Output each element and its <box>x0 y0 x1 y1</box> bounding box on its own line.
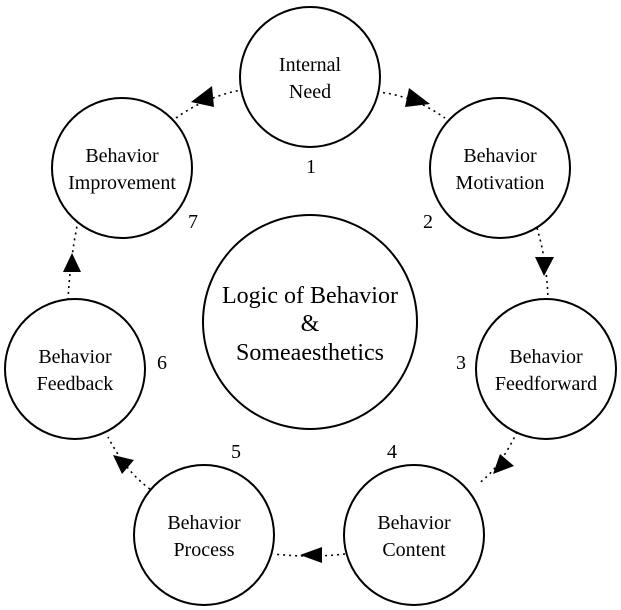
connector-feedforward-to-content <box>477 431 518 485</box>
node-circle <box>133 464 275 606</box>
connector-motivation-to-feedforward <box>536 227 549 301</box>
arrow-to-need <box>191 86 214 107</box>
node-behavior-feedback: Behavior Feedback 6 <box>4 298 167 440</box>
arrow-to-process <box>300 547 322 563</box>
center-title-line-1: Logic of Behavior <box>222 283 398 309</box>
node-label-line-2: Process <box>173 539 234 561</box>
connector-content-to-process <box>272 553 346 557</box>
node-circle <box>51 97 193 239</box>
node-label-line-1: Behavior <box>85 145 159 167</box>
node-behavior-content: Behavior Content 4 <box>343 441 485 606</box>
connectors <box>63 86 554 563</box>
node-label-line-1: Behavior <box>38 346 112 368</box>
arrow-to-content <box>493 454 514 474</box>
step-number: 1 <box>306 156 316 178</box>
node-label-line-2: Improvement <box>68 172 176 194</box>
node-label-line-2: Content <box>382 539 446 561</box>
node-circle <box>239 6 381 148</box>
step-number: 4 <box>387 441 397 463</box>
step-number: 6 <box>157 352 167 374</box>
node-label-line-2: Feedforward <box>495 373 597 395</box>
connector-improvement-to-need <box>175 89 242 119</box>
node-behavior-motivation: Behavior Motivation 2 <box>423 97 571 239</box>
node-behavior-improvement: Behavior Improvement 7 <box>51 97 198 239</box>
node-circle <box>429 97 571 239</box>
node-label-line-2: Feedback <box>37 373 114 395</box>
node-label-line-1: Behavior <box>377 512 451 534</box>
node-circle <box>475 298 617 440</box>
step-number: 2 <box>423 211 433 233</box>
node-circle <box>343 464 485 606</box>
node-label-line-1: Behavior <box>463 145 537 167</box>
center-node: Logic of Behavior & Someaesthetics <box>202 214 418 430</box>
step-number: 7 <box>188 211 198 233</box>
node-behavior-process: Behavior Process 5 <box>133 441 275 606</box>
arrow-to-improvement <box>63 253 81 272</box>
center-circle <box>202 214 418 430</box>
node-behavior-feedforward: Behavior Feedforward 3 <box>456 298 617 440</box>
step-number: 3 <box>456 352 466 374</box>
node-label-line-2: Motivation <box>456 172 545 194</box>
center-title-line-3: Someaesthetics <box>236 340 384 366</box>
arrow-to-feedforward <box>535 257 554 276</box>
node-label-line-2: Need <box>289 81 331 103</box>
node-label-line-1: Behavior <box>167 512 241 534</box>
step-number: 5 <box>231 441 241 463</box>
arrow-to-motivation <box>405 88 430 107</box>
node-circle <box>4 298 146 440</box>
node-internal-need: Internal Need 1 <box>239 6 381 178</box>
connector-need-to-motivation <box>376 91 446 119</box>
node-label-line-1: Behavior <box>509 346 583 368</box>
arrow-to-feedback <box>113 455 134 474</box>
node-label-line-1: Internal <box>279 54 342 76</box>
center-title-line-2: & <box>301 311 320 337</box>
